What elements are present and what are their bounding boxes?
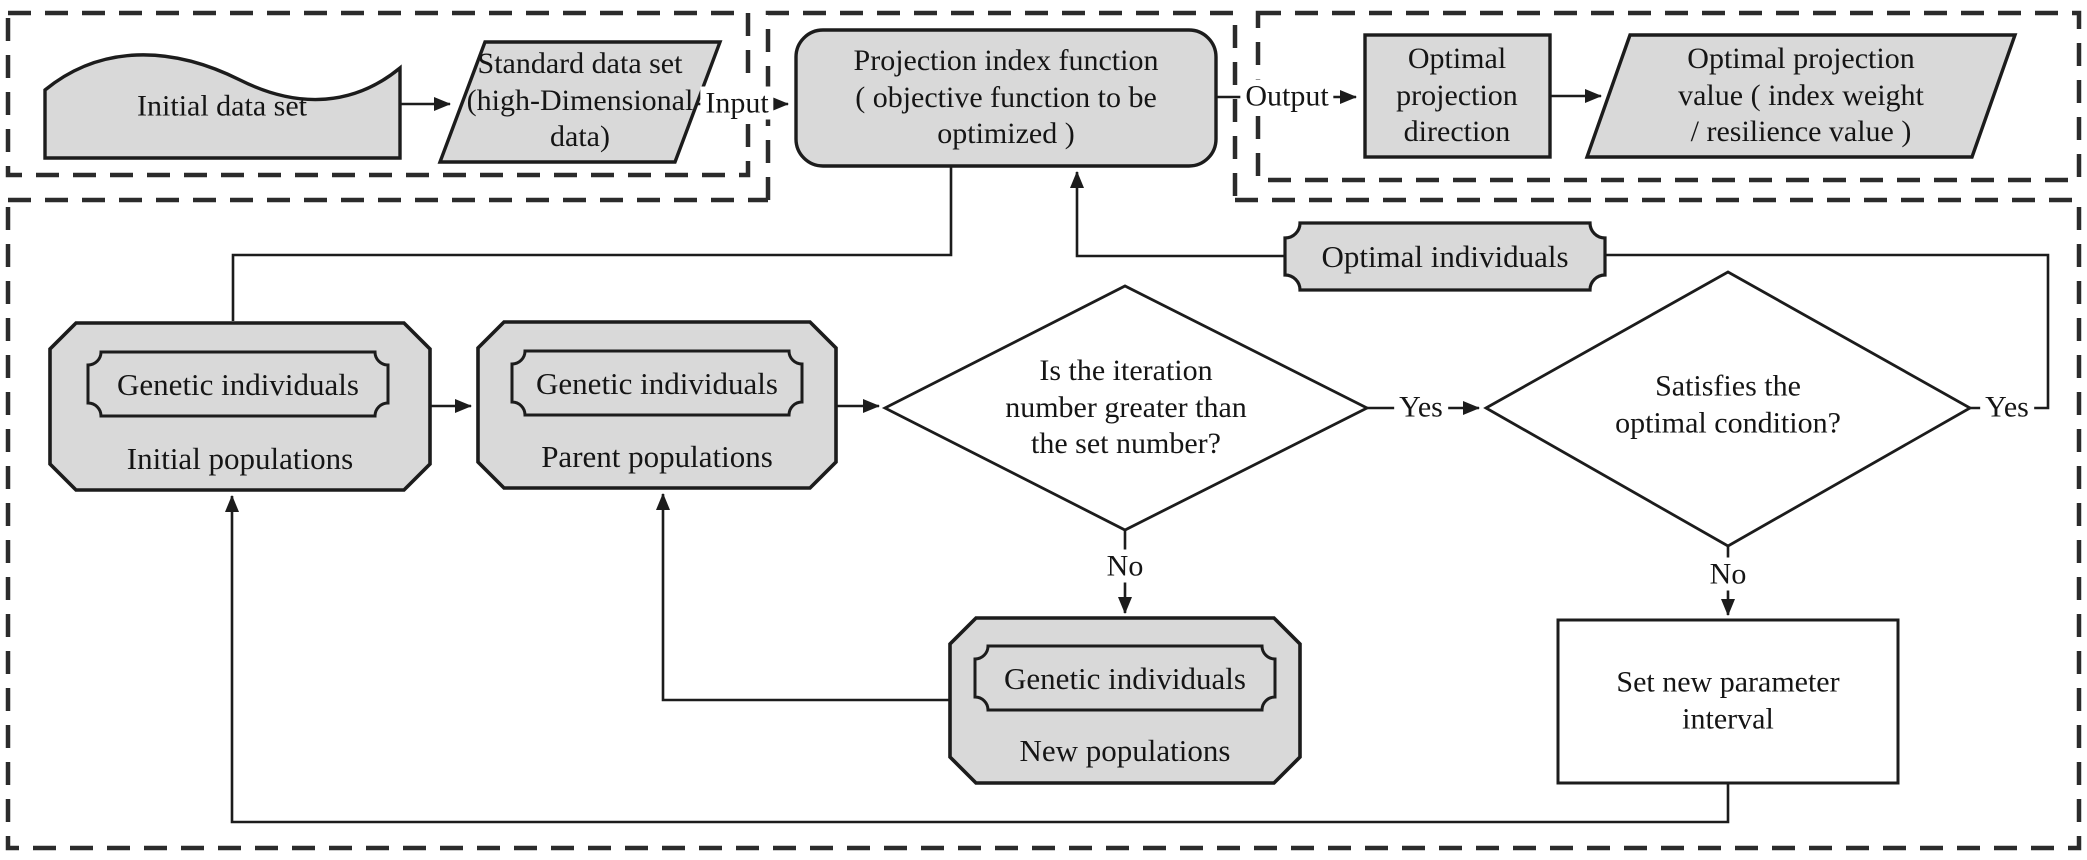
optimal-projection-direction-shape [1363, 33, 1552, 159]
line-function-to-initial-populations [231, 166, 953, 321]
optimal-condition-decision-shape [1483, 270, 1973, 548]
set-new-parameter-shape [1556, 618, 1900, 785]
optimal-projection-value-shape [1584, 33, 2018, 159]
dashed-box-data-preparation [5, 10, 751, 178]
parent-populations-shape [476, 320, 838, 490]
dashed-box-genetic-algorithm [5, 197, 2082, 851]
genetic-individuals-plaque-new [973, 644, 1277, 712]
iteration-decision-shape [881, 284, 1371, 532]
standard-data-set-shape [437, 40, 723, 164]
genetic-individuals-plaque-initial [86, 350, 390, 418]
arrow-optimal-individuals-to-function [1070, 171, 1285, 258]
genetic-individuals-plaque-parent [510, 349, 804, 417]
optimal-individuals-shape [1283, 221, 1607, 292]
dashed-box-output-results [1255, 10, 2082, 183]
arrow-parameter-to-initial-feedback [225, 495, 1730, 824]
initial-populations-shape [48, 321, 432, 492]
projection-index-function-shape [794, 28, 1218, 168]
initial-data-set-shape [43, 53, 402, 160]
arrow-new-to-parent-feedback [656, 493, 950, 702]
new-populations-shape [948, 616, 1302, 785]
